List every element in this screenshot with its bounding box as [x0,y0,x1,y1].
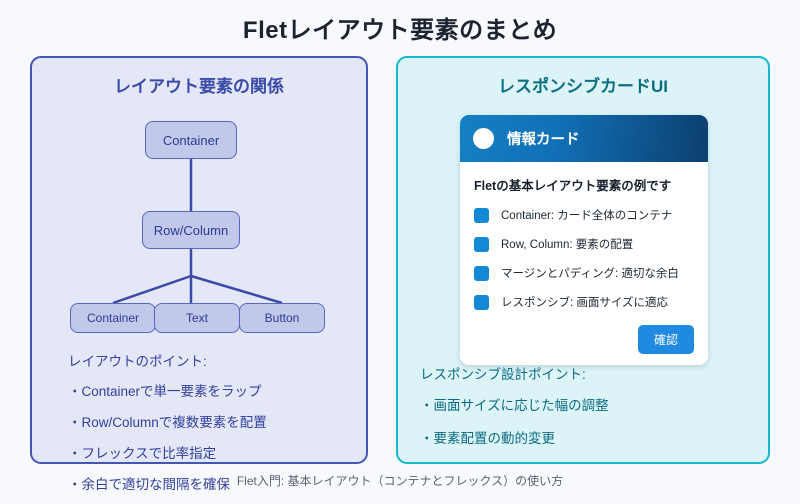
layout-point-item: ・フレックスで比率指定 [68,446,217,461]
square-swatch-icon [474,236,489,252]
square-swatch-icon [474,294,489,310]
confirm-button[interactable]: 確認 [637,325,694,354]
circle-icon [473,128,494,149]
tree-node-leaf-container[interactable]: Container [70,303,156,333]
left-panel-title: レイアウト要素の関係 [114,77,284,96]
tree-node-leaf-text[interactable]: Text [154,303,240,333]
square-swatch-icon [474,207,489,223]
tree-node-container-root[interactable]: Container [145,121,237,159]
layout-point-item: ・余白で適切な間隔を確保 [68,477,230,492]
right-panel-title: レスポンシブカードUI [498,77,668,96]
tree-connector-lines [112,159,283,305]
responsive-points-list: レスポンシブ設計ポイント: ・画面サイズに応じた幅の調整 ・要素配置の動的変更 [420,363,750,460]
info-card: 情報カード Fletの基本レイアウト要素の例です Container: カード全… [460,115,708,365]
tree-node-leaf-button[interactable]: Button [239,303,325,333]
layout-tree-diagram: Container Row/Column Container Text Butt… [32,58,366,348]
page-title: Fletレイアウト要素のまとめ [242,17,558,44]
layout-points-list: レイアウトのポイント: ・Containerで単一要素をラップ ・Row/Col… [68,350,348,504]
info-card-lead: Fletの基本レイアウト要素の例です [474,179,672,193]
feature-list-item: Row, Column: 要素の配置 [474,236,694,252]
feature-label: マージンとパディング: 適切な余白 [501,268,679,280]
feature-label: Container: カード全体のコンテナ [501,210,673,222]
tree-node-row-column[interactable]: Row/Column [142,211,240,249]
footer-caption: Flet入門: 基本レイアウト（コンテナとフレックス）の使い方 [236,474,564,488]
feature-list-item: レスポンシブ: 画面サイズに適応 [474,294,694,310]
responsive-card-ui-panel: レスポンシブカードUI 情報カード Fletの基本レイアウト要素の例です Con… [396,56,770,464]
layout-point-item: ・Containerで単一要素をラップ [68,384,262,399]
info-card-body: Fletの基本レイアウト要素の例です Container: カード全体のコンテナ… [460,162,708,365]
layout-point-item: ・Row/Columnで複数要素を配置 [68,415,267,430]
feature-label: レスポンシブ: 画面サイズに適応 [501,297,669,309]
info-card-title: 情報カード [507,132,580,148]
square-swatch-icon [474,265,489,281]
responsive-points-heading: レスポンシブ設計ポイント: [420,367,586,382]
info-card-actions: 確認 [474,323,694,354]
feature-list-item: Container: カード全体のコンテナ [474,207,694,223]
responsive-point-item: ・画面サイズに応じた幅の調整 [420,398,609,413]
feature-list-item: マージンとパディング: 適切な余白 [474,265,694,281]
layout-points-heading: レイアウトのポイント: [68,354,207,369]
layout-relationship-panel: レイアウト要素の関係 Container Row/Column Containe… [30,56,368,492]
info-card-header: 情報カード [460,115,708,162]
responsive-point-item: ・要素配置の動的変更 [420,431,555,446]
feature-label: Row, Column: 要素の配置 [501,239,634,251]
